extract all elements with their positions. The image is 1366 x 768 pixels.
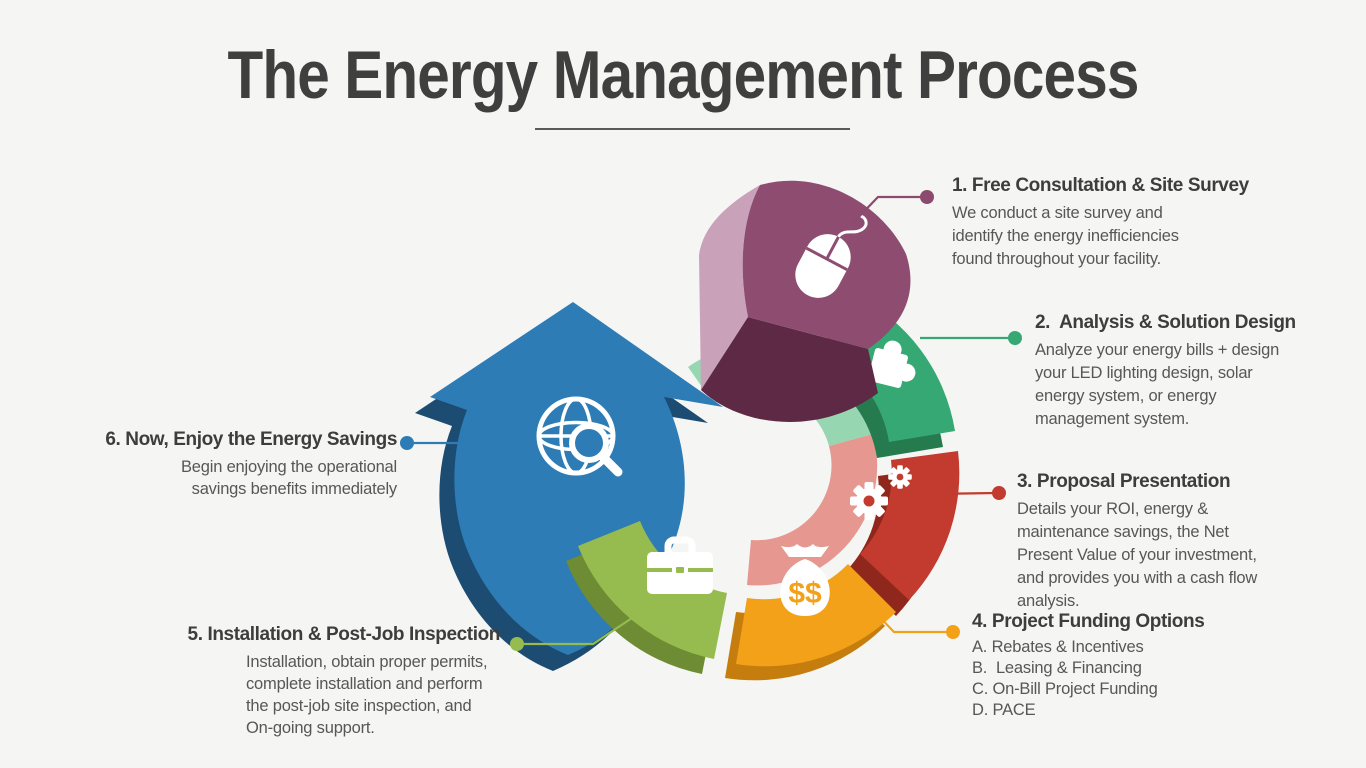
page-title: The Energy Management Process xyxy=(227,37,1139,113)
leader-line-4 xyxy=(867,604,950,634)
gears-icon xyxy=(850,465,912,520)
step-4-body: A. Rebates & Incentives B. Leasing & Fin… xyxy=(972,638,1158,719)
title-underline xyxy=(535,128,850,130)
computer-mouse-icon xyxy=(795,214,868,298)
leader-lines xyxy=(400,190,1022,651)
step-6-block: 6. Now, Enjoy the Energy Savings Begin e… xyxy=(60,429,397,500)
step-6-heading: 6. Now, Enjoy the Energy Savings xyxy=(105,429,397,450)
segment-3-proposal xyxy=(847,451,960,616)
step-5-body: Installation, obtain proper permits, com… xyxy=(246,653,488,737)
step-1-body: We conduct a site survey and identify th… xyxy=(952,204,1179,268)
leader-dot-1 xyxy=(920,190,934,204)
globe-search-icon xyxy=(536,396,623,477)
step-2-body: Analyze your energy bills + design your … xyxy=(1035,341,1280,428)
leader-line-3 xyxy=(929,491,997,496)
step-4-block: 4. Project Funding Options A. Rebates & … xyxy=(972,611,1292,721)
puzzle-icon xyxy=(868,340,916,388)
dollar-signs: $$ xyxy=(788,577,822,610)
leader-dot-2 xyxy=(1008,331,1022,345)
segment-face xyxy=(736,564,896,667)
step-3-block: 3. Proposal Presentation Details your RO… xyxy=(1017,471,1347,613)
step-3-heading: 3. Proposal Presentation xyxy=(1017,471,1231,492)
step-6-body: Begin enjoying the operational savings b… xyxy=(180,458,397,498)
inner-wall-salmon xyxy=(747,434,878,586)
segment-5-installation xyxy=(566,521,727,674)
leader-dot-4 xyxy=(946,625,960,639)
segment-face xyxy=(860,451,960,600)
step-5-block: 5. Installation & Post-Job Inspection In… xyxy=(140,624,501,739)
leader-line-1 xyxy=(851,195,925,225)
chunk-side-dark xyxy=(701,317,878,423)
step-5-heading: 5. Installation & Post-Job Inspection xyxy=(187,624,501,645)
briefcase-icon xyxy=(647,536,713,594)
step-1-block: 1. Free Consultation & Site Survey We co… xyxy=(952,175,1262,271)
leader-dot-5 xyxy=(510,637,524,651)
leader-line-5 xyxy=(520,605,651,646)
step-1-heading: 1. Free Consultation & Site Survey xyxy=(952,175,1249,196)
chunk-side-light xyxy=(699,185,760,390)
step-2-block: 2. Analysis & Solution Design Analyze yo… xyxy=(1035,312,1355,431)
segment-1-consultation xyxy=(699,180,911,423)
segment-4-funding: $$ xyxy=(725,544,896,681)
money-bag-icon: $$ xyxy=(780,544,830,616)
leader-dot-3 xyxy=(992,486,1006,500)
leader-dot-6 xyxy=(400,436,414,450)
step-4-heading: 4. Project Funding Options xyxy=(972,611,1205,632)
step-2-heading: 2. Analysis & Solution Design xyxy=(1035,312,1296,333)
step-3-body: Details your ROI, energy & maintenance s… xyxy=(1017,500,1258,610)
